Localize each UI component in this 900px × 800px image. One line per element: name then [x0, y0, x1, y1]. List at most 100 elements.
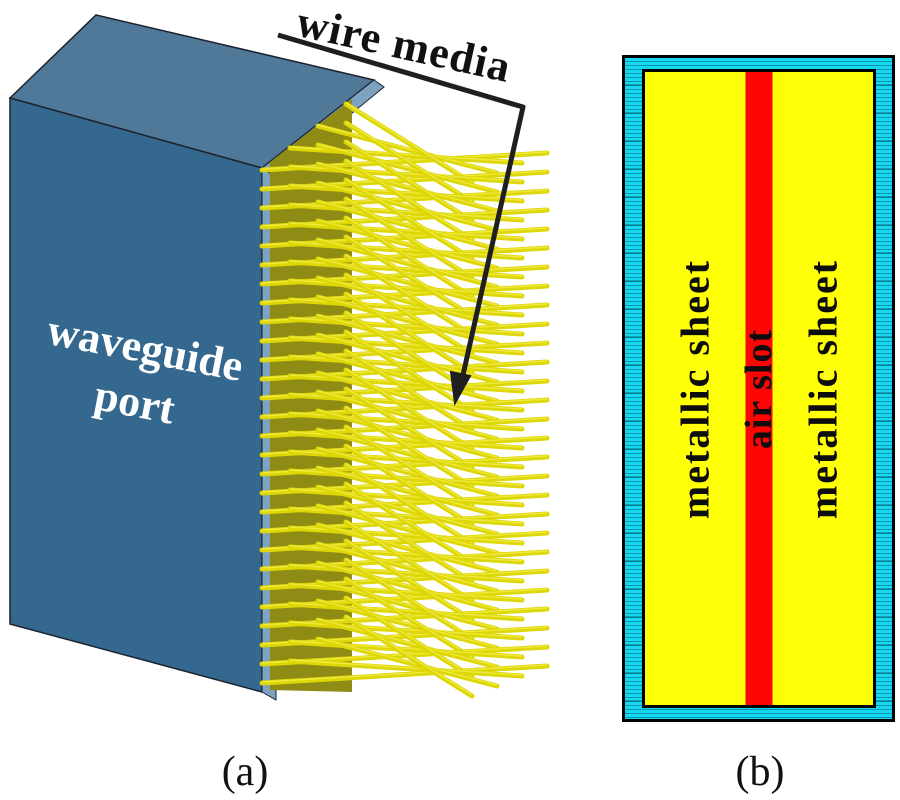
wire — [287, 392, 525, 413]
wire — [315, 199, 500, 252]
wire-highlight — [345, 368, 473, 449]
wire-highlight — [345, 444, 473, 525]
wire-highlight — [317, 238, 498, 287]
wire — [287, 221, 525, 242]
wire — [343, 576, 475, 661]
wire — [343, 196, 475, 281]
wire — [343, 291, 475, 376]
wire-highlight — [345, 235, 473, 316]
wire — [315, 503, 500, 556]
wire — [287, 601, 525, 622]
wire — [343, 538, 475, 623]
wire-highlight — [317, 162, 498, 211]
wire — [343, 367, 475, 452]
wire-media-bundle — [259, 101, 550, 699]
wire — [343, 443, 475, 528]
wire-highlight — [317, 542, 498, 591]
wire-highlight — [317, 371, 498, 420]
wire-highlight — [317, 466, 498, 515]
wire — [287, 164, 525, 185]
wire-highlight — [317, 390, 498, 439]
wire — [343, 272, 475, 357]
wire — [343, 234, 475, 319]
wire — [343, 462, 475, 547]
wire-highlight — [317, 599, 498, 648]
wire-highlight — [317, 561, 498, 610]
wire — [315, 237, 500, 290]
wire — [259, 663, 550, 686]
wire — [343, 595, 475, 680]
wire-highlight — [317, 257, 498, 306]
wire — [287, 525, 525, 546]
wire-highlight — [317, 219, 498, 268]
wire — [343, 614, 475, 699]
wire-highlight — [345, 615, 473, 696]
wire-highlight — [345, 330, 473, 411]
wire — [287, 202, 525, 223]
wire-highlight — [317, 143, 498, 192]
wire-highlight — [345, 539, 473, 620]
wire-highlight — [345, 425, 473, 506]
wire — [287, 145, 525, 166]
wire-highlight — [317, 504, 498, 553]
wire-highlight — [317, 276, 498, 325]
wire-highlight — [317, 580, 498, 629]
wire — [287, 411, 525, 432]
wire — [287, 639, 525, 660]
wire-highlight — [345, 406, 473, 487]
wire — [315, 123, 500, 176]
wire-highlight — [317, 200, 498, 249]
wire-highlight — [345, 273, 473, 354]
wire — [343, 405, 475, 490]
wire-highlight — [345, 596, 473, 677]
wire-highlight — [317, 333, 498, 382]
wire — [315, 180, 500, 233]
wire-highlight — [345, 463, 473, 544]
wire — [343, 177, 475, 262]
wire — [343, 481, 475, 566]
wire — [315, 541, 500, 594]
wire — [343, 557, 475, 642]
wire — [343, 386, 475, 471]
wire — [287, 468, 525, 489]
wire-highlight — [317, 409, 498, 458]
wire-media-arrowhead — [449, 370, 472, 407]
wire — [287, 620, 525, 641]
wire — [287, 449, 525, 470]
wire-highlight — [317, 523, 498, 572]
wire — [287, 506, 525, 527]
wire — [315, 256, 500, 309]
wire-highlight — [345, 349, 473, 430]
wire-highlight — [345, 197, 473, 278]
wire — [287, 430, 525, 451]
wire — [315, 522, 500, 575]
wire-highlight — [345, 558, 473, 639]
metallic-sheet-label-right: metallic sheet — [800, 258, 846, 519]
wire-highlight — [345, 387, 473, 468]
wire — [343, 329, 475, 414]
wire — [315, 560, 500, 613]
wire-highlight — [345, 292, 473, 373]
wire — [315, 446, 500, 499]
air-slot-label: air slot — [738, 328, 780, 449]
wire — [315, 275, 500, 328]
wire — [343, 519, 475, 604]
wire-highlight — [345, 520, 473, 601]
wire — [315, 142, 500, 195]
wire-highlight — [317, 181, 498, 230]
wire — [315, 484, 500, 537]
wire — [315, 389, 500, 442]
wire — [343, 500, 475, 585]
wire-highlight — [317, 428, 498, 477]
wire — [287, 335, 525, 356]
wire-highlight — [317, 124, 498, 173]
wire — [315, 332, 500, 385]
wire — [315, 408, 500, 461]
wire — [343, 424, 475, 509]
wire-media-leader-line — [277, 32, 526, 385]
wire — [315, 161, 500, 214]
wire — [343, 253, 475, 338]
wire — [315, 218, 500, 271]
wire — [287, 658, 525, 679]
